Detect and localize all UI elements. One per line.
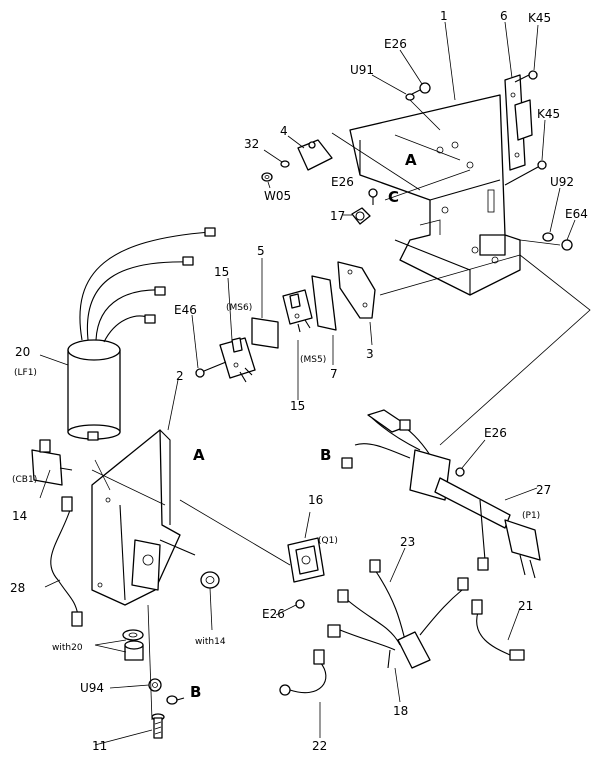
screw-e26-harness	[455, 467, 465, 477]
wire-part-21	[471, 599, 525, 661]
label-32: 32	[244, 137, 259, 151]
leader-line-20-2	[94, 459, 111, 491]
washer-part-32	[280, 160, 290, 168]
assembly-lines-top	[331, 132, 591, 446]
label-5: 5	[257, 244, 265, 258]
main-bracket-part-1	[349, 94, 521, 296]
label-14: 14	[12, 509, 27, 523]
label-with20: with20	[52, 643, 83, 653]
terminal-b-bottom	[166, 695, 185, 705]
label-20: 20	[15, 345, 30, 359]
label-4: 4	[280, 124, 288, 138]
label-cb1: (CB1)	[12, 475, 37, 485]
label-18: 18	[393, 704, 408, 718]
part-labels: 1 6 K45 E26 U91 K45 4 32 A E26 C U92 E64…	[10, 9, 588, 753]
label-c: C	[388, 188, 399, 206]
washers-with20	[122, 629, 144, 661]
label-e26-top: E26	[384, 37, 407, 51]
label-e26-mid: E26	[331, 175, 354, 189]
screw-k45-top	[514, 70, 538, 83]
label-6: 6	[500, 9, 508, 23]
circuit-breaker-cb1	[31, 439, 73, 486]
label-a-top: A	[405, 151, 417, 169]
screw-e26-top	[411, 82, 431, 95]
label-k45-top: K45	[528, 11, 551, 25]
label-u91: U91	[350, 63, 374, 77]
harness-part-23	[327, 559, 469, 669]
label-with14: with14	[195, 637, 226, 647]
line-filter-part-20	[67, 227, 216, 441]
label-11: 11	[92, 739, 107, 753]
label-e64: E64	[565, 207, 588, 221]
microswitch-ms6	[219, 337, 256, 383]
insulator-part-7	[311, 275, 337, 331]
label-u94: U94	[80, 681, 104, 695]
label-q1: (Q1)	[318, 536, 338, 546]
wire-part-22	[279, 649, 327, 696]
screw-part-11	[151, 713, 165, 739]
washer-w05	[261, 172, 273, 182]
label-3: 3	[366, 347, 374, 361]
label-ms6: (MS6)	[226, 303, 252, 313]
nut-u94	[148, 678, 162, 692]
screw-e64	[561, 239, 573, 251]
label-22: 22	[312, 739, 327, 753]
label-27: 27	[536, 483, 551, 497]
label-21: 21	[518, 599, 533, 613]
screw-e26-mid	[368, 188, 378, 205]
label-e26-bottom: E26	[262, 607, 285, 621]
label-leaders	[39, 21, 576, 746]
washer-u92	[542, 232, 554, 242]
screw-e26-bottom	[295, 599, 305, 609]
insulator-part-5	[251, 317, 279, 349]
plate-part-4	[297, 139, 333, 171]
label-a-left: A	[193, 446, 205, 464]
label-15-top: 15	[214, 265, 229, 279]
harness-part-28	[50, 496, 83, 627]
washer-u91	[405, 93, 441, 131]
label-2: 2	[176, 369, 184, 383]
label-ms5: (MS5)	[300, 355, 326, 365]
screw-k45-right	[504, 160, 547, 186]
label-16: 16	[308, 493, 323, 507]
label-15-bottom: 15	[290, 399, 305, 413]
harness-part-27	[341, 409, 541, 579]
label-b-harness: B	[320, 446, 331, 464]
bracket-part-6	[504, 74, 533, 171]
label-b-bottom: B	[190, 683, 201, 701]
bracket-part-2	[91, 429, 196, 606]
microswitch-ms5	[282, 289, 313, 333]
plate-part-3	[337, 261, 376, 319]
label-e46: E46	[174, 303, 197, 317]
label-7: 7	[330, 367, 338, 381]
label-28: 28	[10, 581, 25, 595]
label-lf1: (LF1)	[14, 368, 37, 378]
clamp-part-17	[351, 207, 371, 225]
label-1: 1	[440, 9, 448, 23]
label-e26-harness: E26	[484, 426, 507, 440]
label-w05: W05	[264, 189, 291, 203]
relay-part-16-q1	[287, 537, 325, 583]
washer-with14	[200, 571, 220, 589]
label-23: 23	[400, 535, 415, 549]
label-k45-right: K45	[537, 107, 560, 121]
label-u92: U92	[550, 175, 574, 189]
label-p1: (P1)	[522, 511, 540, 521]
label-17: 17	[330, 209, 345, 223]
leader-line-2-16	[179, 499, 291, 566]
screw-e46	[195, 361, 227, 378]
